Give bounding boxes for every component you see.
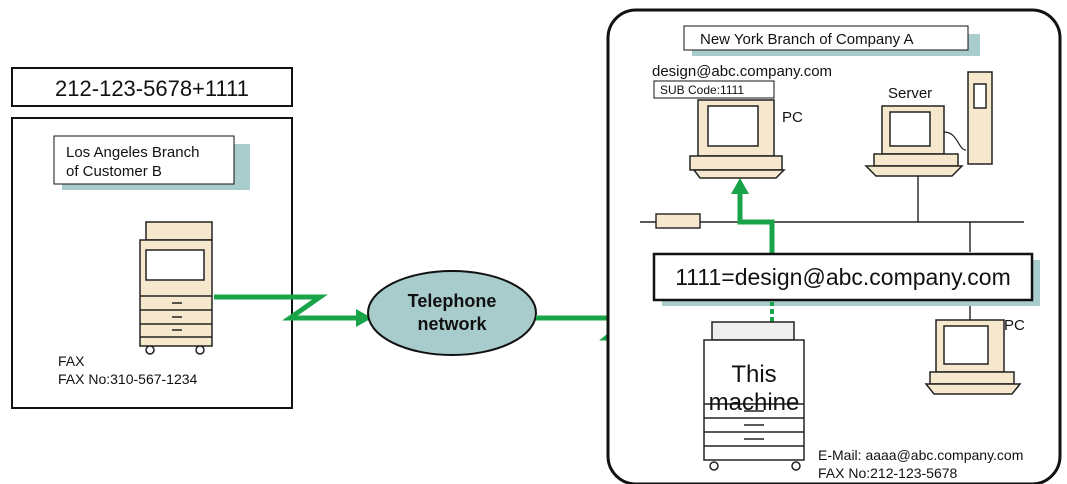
receiver-fax-number: FAX No:212-123-5678 bbox=[818, 465, 958, 481]
network-line1: Telephone bbox=[408, 291, 497, 311]
sender-fax-number: FAX No:310-567-1234 bbox=[58, 371, 198, 387]
pc-email: design@abc.company.com bbox=[652, 63, 832, 80]
sender-fax-icon bbox=[139, 221, 213, 355]
sender-branch-line2: of Customer B bbox=[66, 163, 162, 180]
receiver-frame: New York Branch of Company A design@abc.… bbox=[606, 8, 1062, 484]
machine-line2: machine bbox=[709, 389, 800, 416]
pc-icon bbox=[689, 99, 786, 179]
receiver-branch: New York Branch of Company A bbox=[700, 31, 913, 48]
sender-frame: Los Angeles Branch of Customer B FAX FAX… bbox=[11, 117, 293, 409]
this-machine-icon bbox=[703, 321, 805, 471]
arrow-sender-to-network bbox=[214, 294, 372, 327]
dialed-number-box: 212-123-5678+1111 bbox=[11, 67, 293, 107]
pc-label: PC bbox=[782, 109, 803, 126]
network-device-icon bbox=[655, 213, 701, 229]
sender-device-label: FAX bbox=[58, 353, 85, 369]
machine-line1: This bbox=[731, 361, 776, 388]
routing-entry: 1111=design@abc.company.com bbox=[675, 264, 1011, 290]
sender-branch-line1: Los Angeles Branch bbox=[66, 144, 199, 161]
server-icon bbox=[864, 71, 993, 177]
telephone-network: Telephone network bbox=[367, 270, 537, 356]
pc2-label: PC bbox=[1004, 317, 1025, 334]
receiver-email: E-Mail: aaaa@abc.company.com bbox=[818, 447, 1023, 463]
network-line2: network bbox=[417, 314, 487, 334]
pc2-icon bbox=[924, 319, 1022, 395]
server-label: Server bbox=[888, 85, 932, 102]
server-cable bbox=[943, 131, 967, 151]
dialed-number: 212-123-5678+1111 bbox=[55, 76, 249, 101]
arrow-machine-to-pc bbox=[731, 178, 775, 254]
sub-code: SUB Code:1111 bbox=[660, 83, 744, 97]
